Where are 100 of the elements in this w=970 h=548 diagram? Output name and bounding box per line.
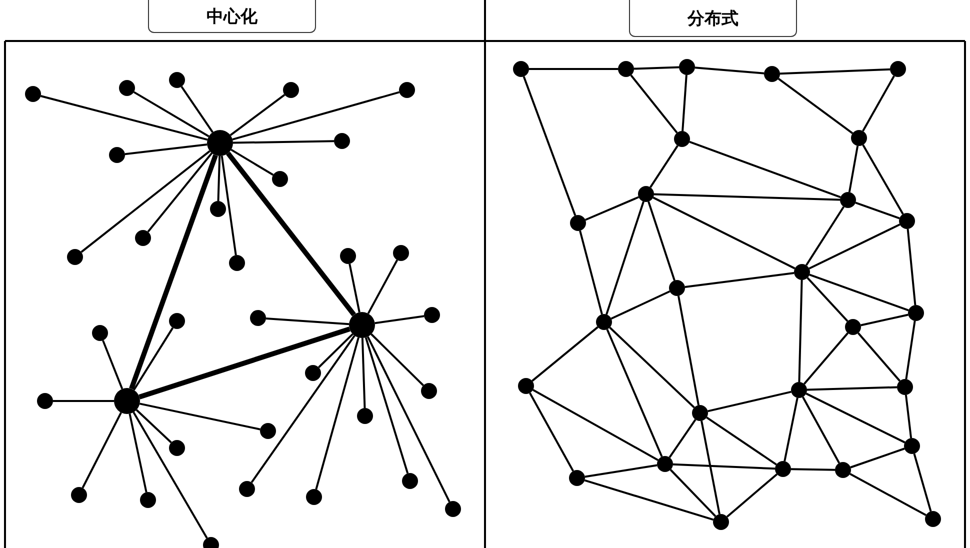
- network-node: [518, 378, 534, 394]
- link-line: [780, 68, 890, 75]
- network-node: [794, 264, 810, 280]
- link-line: [700, 420, 720, 514]
- link-line: [652, 196, 796, 270]
- link-line: [230, 94, 286, 136]
- network-node: [169, 440, 185, 456]
- network-node: [791, 382, 807, 398]
- network-node: [169, 313, 185, 329]
- network-node: [135, 230, 151, 246]
- network-node: [890, 61, 906, 77]
- link-line: [904, 394, 912, 438]
- network-node: [925, 511, 941, 527]
- network-node: [570, 215, 586, 231]
- network-node: [775, 461, 791, 477]
- thick-link-line: [226, 152, 356, 316]
- link-line: [348, 264, 360, 312]
- network-node: [393, 245, 409, 261]
- network-node: [210, 201, 226, 217]
- link-line: [82, 412, 122, 488]
- link-line: [40, 95, 208, 141]
- network-node: [92, 325, 108, 341]
- link-line: [913, 453, 932, 512]
- link-line: [220, 156, 237, 256]
- network-node: [140, 492, 156, 508]
- link-line: [180, 86, 214, 133]
- link-line: [862, 144, 904, 215]
- link-line: [529, 68, 618, 70]
- hub-node: [207, 130, 233, 156]
- link-line: [630, 74, 678, 134]
- link-line: [136, 409, 172, 444]
- network-node: [306, 489, 322, 505]
- network-node: [908, 305, 924, 321]
- link-line: [606, 328, 663, 458]
- network-node: [764, 66, 780, 82]
- network-node: [424, 307, 440, 323]
- network-node: [119, 80, 135, 96]
- link-line: [778, 78, 854, 134]
- link-line: [147, 152, 213, 232]
- link-line: [584, 464, 658, 478]
- link-line: [862, 75, 895, 132]
- link-line: [140, 402, 260, 430]
- link-line: [689, 140, 841, 198]
- link-line: [809, 274, 909, 312]
- link-line: [532, 326, 598, 382]
- link-line: [266, 318, 350, 326]
- link-line: [370, 333, 424, 386]
- header-tab: [148, 0, 316, 33]
- network-node: [835, 462, 851, 478]
- network-node: [25, 86, 41, 102]
- link-line: [805, 206, 845, 266]
- network-node: [229, 255, 245, 271]
- link-line: [806, 386, 898, 391]
- link-line: [367, 260, 398, 314]
- network-node: [596, 314, 612, 330]
- network-node: [899, 213, 915, 229]
- network-node: [674, 131, 690, 147]
- link-line: [648, 201, 676, 281]
- link-line: [694, 66, 764, 74]
- link-line: [232, 91, 400, 140]
- link-line: [798, 280, 803, 382]
- link-line: [684, 272, 794, 288]
- network-node: [692, 405, 708, 421]
- network-node: [334, 133, 350, 149]
- network-node: [669, 280, 685, 296]
- link-line: [128, 414, 148, 492]
- network-node: [239, 481, 255, 497]
- link-line: [315, 337, 360, 490]
- link-line: [133, 91, 210, 138]
- link-line: [848, 146, 859, 192]
- link-line: [803, 332, 849, 385]
- link-line: [522, 76, 576, 216]
- link-line: [80, 150, 210, 253]
- network-node: [618, 61, 634, 77]
- link-line: [364, 337, 409, 474]
- link-line: [374, 315, 424, 324]
- network-node: [67, 249, 83, 265]
- thick-link-line: [138, 326, 350, 400]
- link-line: [217, 156, 221, 202]
- network-node: [260, 423, 276, 439]
- link-line: [677, 296, 700, 406]
- link-line: [672, 463, 776, 470]
- link-line: [850, 448, 905, 468]
- link-line: [850, 472, 926, 516]
- panel-title: 中心化: [206, 6, 258, 28]
- hub-node: [349, 312, 375, 338]
- link-line: [634, 66, 680, 70]
- link-line: [133, 327, 174, 390]
- link-line: [726, 473, 778, 518]
- network-node: [897, 379, 913, 395]
- header-tab: [629, 0, 797, 37]
- network-node: [402, 473, 418, 489]
- network-node: [845, 319, 861, 335]
- link-line: [784, 398, 798, 462]
- link-line: [584, 479, 714, 521]
- thick-link-line: [129, 154, 218, 390]
- link-line: [584, 196, 640, 221]
- network-node: [638, 186, 654, 202]
- link-line: [860, 314, 908, 326]
- hub-node: [114, 388, 140, 414]
